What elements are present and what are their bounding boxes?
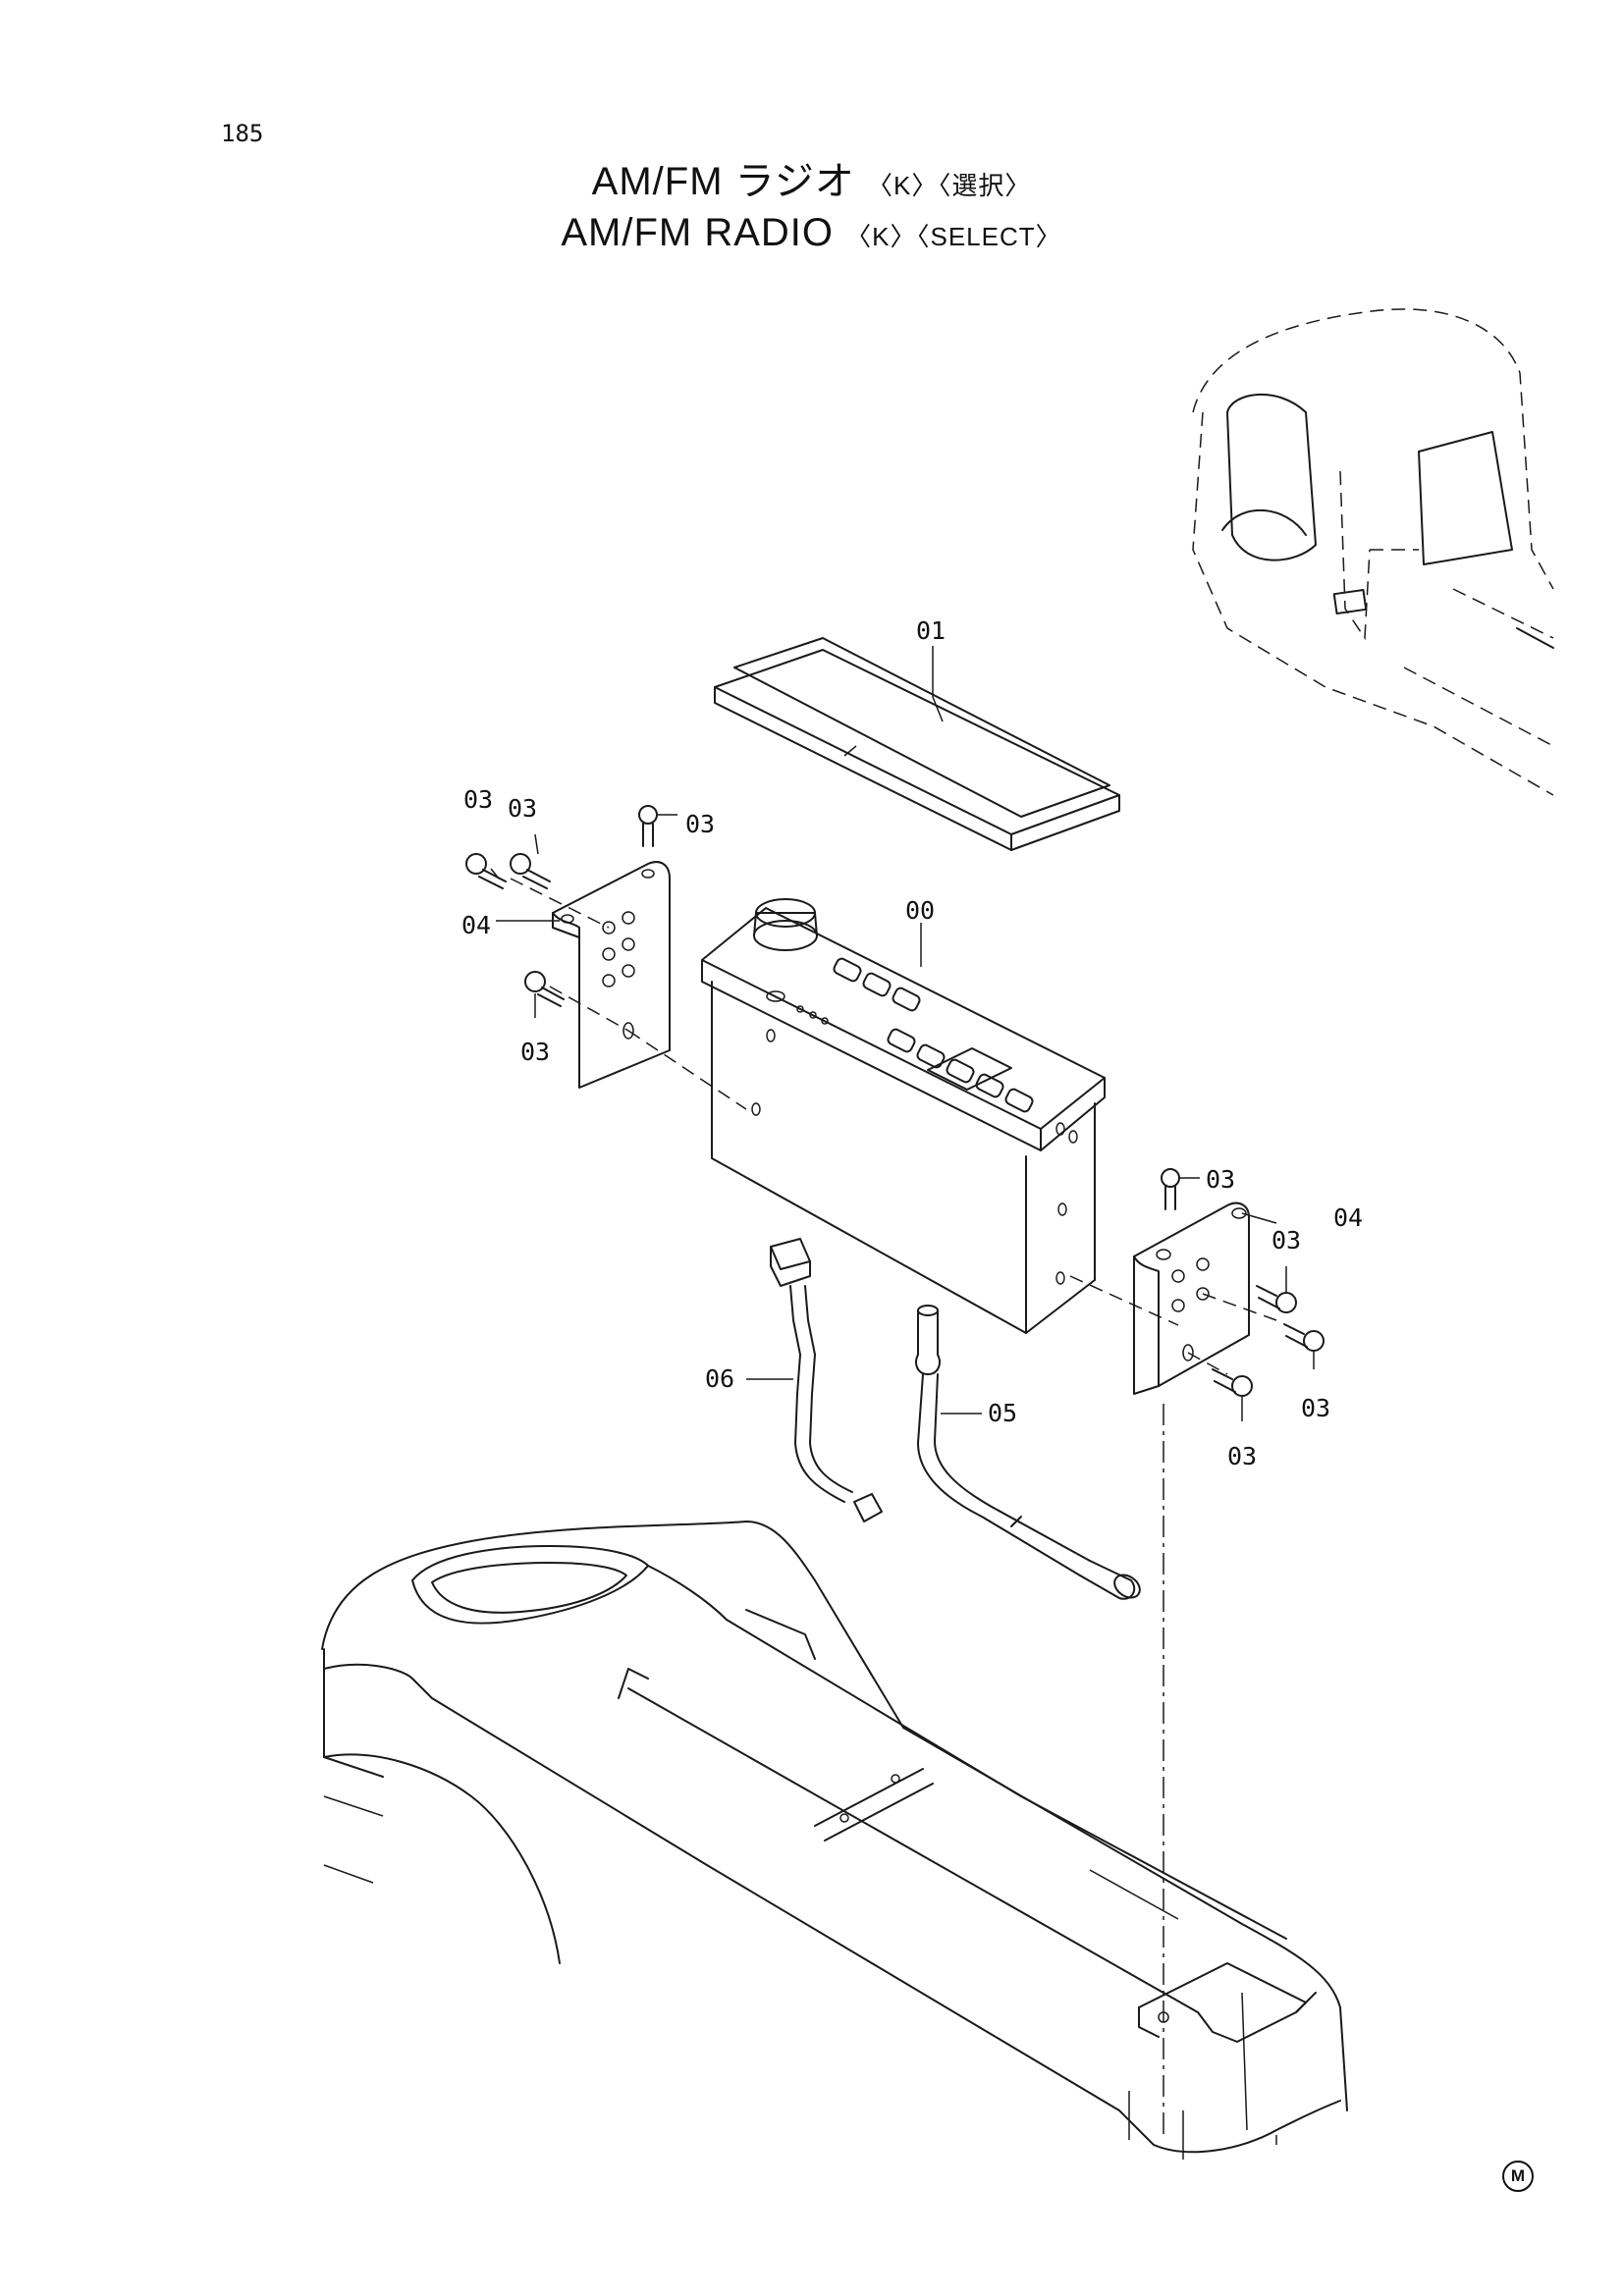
- callout-03-c: 03: [685, 810, 715, 838]
- title-english-main: AM/FM RADIO: [561, 211, 835, 254]
- callout-01: 01: [916, 616, 946, 645]
- part-05-antenna-cable: [915, 1305, 1141, 1600]
- callout-06: 06: [705, 1364, 734, 1393]
- callout-03-e: 03: [1206, 1165, 1235, 1194]
- screw-d-icon: [524, 971, 565, 1007]
- title-japanese-tags: 〈K〉〈選択〉: [866, 171, 1032, 200]
- callout-03-g: 03: [1301, 1394, 1330, 1422]
- part-00-radio-unit: [701, 898, 1106, 1334]
- callout-03-f: 03: [1271, 1226, 1301, 1255]
- part-01-frame: [714, 637, 1120, 851]
- cab-inset-illustration: [1192, 308, 1554, 796]
- callout-labels: 01 00 03 03 03 04 03 03 04 03 03 03 05 0…: [461, 616, 1363, 1470]
- title-japanese-main: AM/FM ラジオ: [591, 160, 855, 203]
- callout-04-left: 04: [461, 911, 491, 939]
- callout-03-h: 03: [1227, 1442, 1257, 1470]
- part-04-right-bracket: [1069, 1201, 1277, 1395]
- screw-h-icon: [1212, 1368, 1253, 1397]
- right-screws: [1161, 1168, 1325, 1397]
- page-number: 185: [221, 120, 264, 147]
- left-screws: [465, 805, 677, 1007]
- screw-e-icon: [1161, 1168, 1200, 1210]
- title-english: AM/FM RADIO 〈K〉〈SELECT〉: [0, 211, 1623, 255]
- leader-lines: [490, 646, 1315, 1421]
- screw-f-icon: [1256, 1285, 1297, 1313]
- screw-b-icon: [510, 853, 551, 889]
- callout-03-a: 03: [463, 785, 493, 814]
- callout-03-b: 03: [508, 794, 537, 823]
- console-illustration: [321, 1521, 1348, 2160]
- screw-a-icon: [465, 853, 507, 889]
- callout-04-right: 04: [1333, 1203, 1363, 1232]
- callout-00: 00: [905, 896, 935, 925]
- title-english-tags: 〈K〉〈SELECT〉: [845, 222, 1062, 251]
- manufacturer-mark-icon: M: [1502, 2161, 1534, 2192]
- callout-05: 05: [988, 1399, 1017, 1427]
- part-04-left-bracket: [510, 861, 747, 1110]
- callout-03-d: 03: [520, 1038, 550, 1066]
- part-06-wire-harness: [770, 1238, 883, 1522]
- screw-c-icon: [638, 805, 677, 847]
- screw-g-icon: [1283, 1323, 1325, 1352]
- title-japanese: AM/FM ラジオ 〈K〉〈選択〉: [0, 149, 1623, 206]
